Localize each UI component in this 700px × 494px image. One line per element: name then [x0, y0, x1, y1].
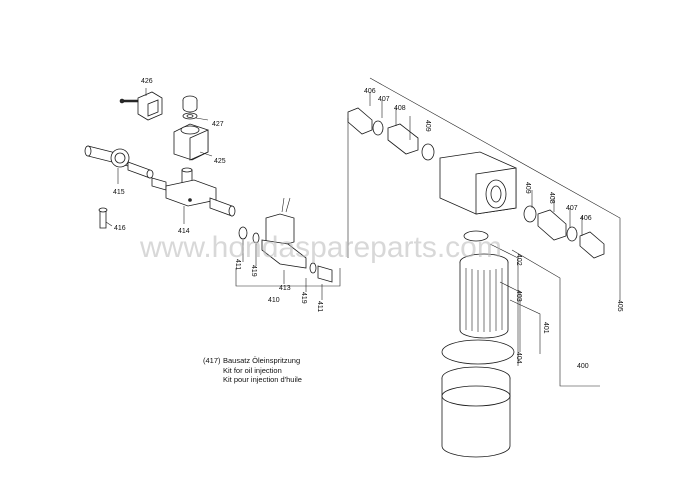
- part-425-coil: [173, 123, 209, 161]
- label-409-a: 409: [424, 120, 431, 132]
- kit-note-fr: Kit pour injection d'huile: [223, 375, 302, 384]
- label-403: 403: [515, 290, 522, 302]
- label-406-b: 406: [580, 215, 592, 222]
- kit-note-line-de: (417)Bausatz Öleinspritzung: [203, 356, 302, 366]
- part-416-screw: [98, 207, 108, 229]
- kit-note-de: Bausatz Öleinspritzung: [223, 356, 301, 365]
- label-406-a: 406: [364, 88, 376, 95]
- part-403-filter-element: [459, 253, 509, 339]
- watermark: www.hondaspareparts.com: [139, 231, 502, 264]
- label-411-b: 411: [316, 301, 323, 312]
- label-414: 414: [178, 228, 190, 235]
- part-400-filter-bowl: [441, 366, 511, 458]
- part-404-seal: [441, 339, 515, 365]
- part-406-407-408-409-top-fittings: [347, 107, 435, 161]
- kit-note-ref: (417): [203, 356, 221, 365]
- label-404: 404: [515, 352, 522, 364]
- label-426: 426: [141, 78, 153, 85]
- label-411-a: 411: [234, 259, 241, 270]
- part-414-valve-body: [151, 167, 236, 217]
- label-408-b: 408: [548, 192, 555, 204]
- label-400: 400: [577, 363, 589, 370]
- part-415-fitting: [84, 145, 154, 179]
- kit-note: (417)Bausatz Öleinspritzung Kit for oil …: [203, 356, 302, 385]
- label-405: 405: [616, 300, 623, 312]
- label-402: 402: [515, 254, 522, 266]
- label-408-a: 408: [394, 105, 406, 112]
- part-413-valve: [261, 197, 307, 269]
- part-406-407-408-409-side-fittings: [523, 205, 605, 259]
- label-416: 416: [114, 225, 126, 232]
- part-427-nut: [182, 95, 198, 120]
- kit-note-en: Kit for oil injection: [223, 365, 282, 375]
- label-427: 427: [212, 121, 224, 128]
- label-410: 410: [268, 297, 280, 304]
- label-425: 425: [214, 158, 226, 165]
- part-402-o-ring: [463, 230, 489, 242]
- leader-lines: [105, 77, 621, 387]
- part-426-connector: [119, 91, 163, 121]
- label-401: 401: [542, 322, 549, 334]
- label-415: 415: [113, 189, 125, 196]
- label-409-b: 409: [524, 182, 531, 194]
- label-419-a: 419: [250, 265, 257, 277]
- label-419-b: 419: [300, 292, 307, 304]
- part-411-419-fittings: [238, 226, 333, 283]
- label-407-b: 407: [566, 205, 578, 212]
- label-413: 413: [279, 285, 291, 292]
- label-407-a: 407: [378, 96, 390, 103]
- part-filter-head: [439, 151, 517, 215]
